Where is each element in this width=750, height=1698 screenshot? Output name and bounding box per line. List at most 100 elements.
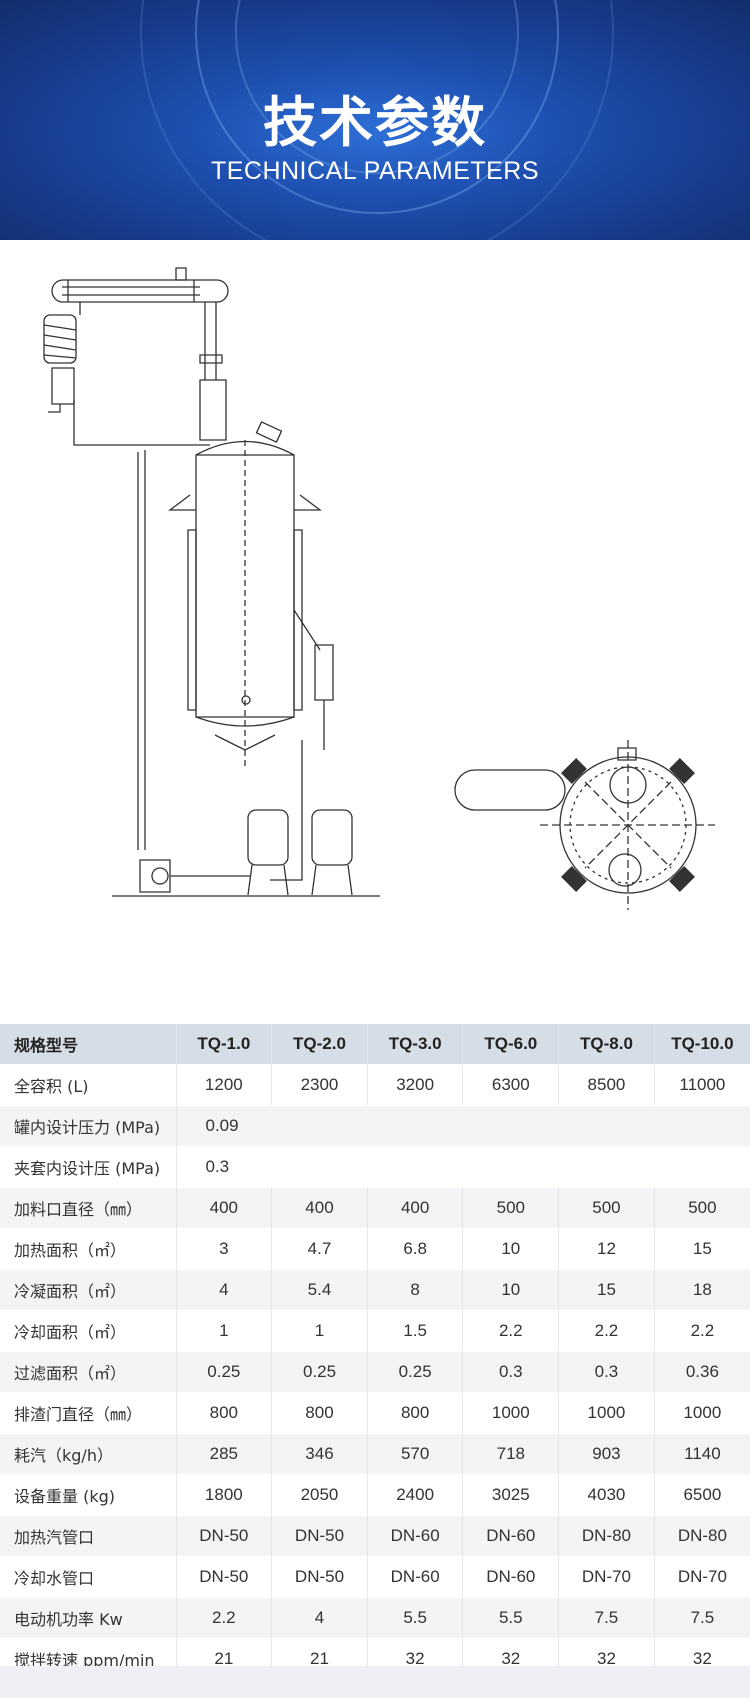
- table-row: 加热汽管口 DN-50 DN-50 DN-60 DN-60 DN-80 DN-8…: [0, 1515, 750, 1557]
- table-cell: 3200: [366, 1064, 463, 1106]
- table-cell: 2300: [271, 1064, 368, 1106]
- table-cell: 10: [462, 1269, 559, 1311]
- table-cell: 570: [366, 1433, 463, 1475]
- table-cell: 4: [175, 1269, 272, 1311]
- table-cell: 0.25: [366, 1351, 463, 1393]
- table-cell: 800: [271, 1392, 368, 1434]
- row-label: 过滤面积（㎡）: [0, 1351, 176, 1393]
- row-label: 排渣门直径（㎜）: [0, 1392, 176, 1434]
- row-label: 夹套内设计压 (MPa): [0, 1146, 176, 1188]
- extraction-tank-schematic: [0, 240, 750, 1020]
- table-cell: 12: [558, 1228, 655, 1270]
- row-label: 冷却面积（㎡）: [0, 1310, 176, 1352]
- page-title: 技术参数: [263, 91, 487, 154]
- table-cell: DN-50: [175, 1556, 272, 1598]
- table-cell: 7.5: [653, 1597, 750, 1639]
- table-header-cell: TQ-8.0: [558, 1024, 655, 1065]
- table-cell: 346: [271, 1433, 368, 1475]
- table-cell: 0.25: [271, 1351, 368, 1393]
- table-cell: 500: [653, 1187, 750, 1229]
- table-cell: 903: [558, 1433, 655, 1475]
- pump-icon: [140, 860, 250, 892]
- table-cell: 2.2: [558, 1310, 655, 1352]
- table-cell: 1140: [653, 1433, 750, 1475]
- table-row: 冷却面积（㎡） 1 1 1.5 2.2 2.2 2.2: [0, 1310, 750, 1352]
- row-label: 加料口直径（㎜）: [0, 1187, 176, 1229]
- table-cell: 0.3: [462, 1351, 559, 1393]
- table-cell: 1800: [175, 1474, 272, 1516]
- table-cell: 4: [271, 1597, 368, 1639]
- row-label: 冷凝面积（㎡）: [0, 1269, 176, 1311]
- table-cell: DN-50: [175, 1515, 272, 1557]
- table-cell: DN-60: [366, 1556, 463, 1598]
- table-row: 加料口直径（㎜） 400 400 400 500 500 500: [0, 1187, 750, 1229]
- row-label: 罐内设计压力 (MPa): [0, 1105, 176, 1147]
- table-cell: 6500: [653, 1474, 750, 1516]
- table-cell: 5.5: [366, 1597, 463, 1639]
- table-cell: 1000: [558, 1392, 655, 1434]
- table-cell: 1000: [653, 1392, 750, 1434]
- table-cell: 2.2: [653, 1310, 750, 1352]
- table-cell: 5.4: [271, 1269, 368, 1311]
- row-label: 冷却水管口: [0, 1556, 176, 1598]
- row-label: 设备重量 (kg): [0, 1474, 176, 1516]
- row-label: 电动机功率 Kw: [0, 1597, 176, 1639]
- table-cell: DN-60: [462, 1515, 559, 1557]
- table-header-cell: TQ-10.0: [653, 1024, 750, 1065]
- row-label: 加热面积（㎡）: [0, 1228, 176, 1270]
- top-view-icon: [455, 740, 715, 910]
- table-cell: 2.2: [175, 1597, 272, 1639]
- table-cell: 8: [366, 1269, 463, 1311]
- table-cell: 3: [175, 1228, 272, 1270]
- table-cell: 0.3: [175, 1146, 750, 1188]
- table-cell: 800: [175, 1392, 272, 1434]
- table-row: 过滤面积（㎡） 0.25 0.25 0.25 0.3 0.3 0.36: [0, 1351, 750, 1393]
- cooler-icon: [44, 302, 80, 412]
- header-banner: 技术参数 TECHNICAL PARAMETERS: [0, 0, 750, 240]
- filter-icon: [248, 810, 352, 895]
- condenser-icon: [52, 268, 228, 302]
- row-label: 加热汽管口: [0, 1515, 176, 1557]
- table-row: 罐内设计压力 (MPa) 0.09: [0, 1105, 750, 1147]
- page-subtitle: TECHNICAL PARAMETERS: [210, 157, 540, 185]
- table-cell: 5.5: [462, 1597, 559, 1639]
- table-cell: 400: [271, 1187, 368, 1229]
- table-row: 排渣门直径（㎜） 800 800 800 1000 1000 1000: [0, 1392, 750, 1434]
- spec-table: 规格型号 TQ-1.0 TQ-2.0 TQ-3.0 TQ-6.0 TQ-8.0 …: [0, 1024, 750, 1680]
- table-row: 冷凝面积（㎡） 4 5.4 8 10 15 18: [0, 1269, 750, 1311]
- table-header-row: 规格型号 TQ-1.0 TQ-2.0 TQ-3.0 TQ-6.0 TQ-8.0 …: [0, 1024, 750, 1065]
- table-cell: 285: [175, 1433, 272, 1475]
- table-cell: 718: [462, 1433, 559, 1475]
- table-row: 冷却水管口 DN-50 DN-50 DN-60 DN-60 DN-70 DN-7…: [0, 1556, 750, 1598]
- table-cell: DN-50: [271, 1515, 368, 1557]
- table-cell: DN-60: [462, 1556, 559, 1598]
- table-cell: 1.5: [366, 1310, 463, 1352]
- table-cell: 8500: [558, 1064, 655, 1106]
- table-cell: 4030: [558, 1474, 655, 1516]
- table-cell: DN-80: [558, 1515, 655, 1557]
- table-row: 电动机功率 Kw 2.2 4 5.5 5.5 7.5 7.5: [0, 1597, 750, 1639]
- table-header-cell: TQ-6.0: [462, 1024, 559, 1065]
- table-cell: 11000: [653, 1064, 750, 1106]
- table-cell: 500: [558, 1187, 655, 1229]
- table-row: 夹套内设计压 (MPa) 0.3: [0, 1146, 750, 1188]
- table-cell: DN-50: [271, 1556, 368, 1598]
- table-cell: DN-70: [558, 1556, 655, 1598]
- table-cell: 400: [175, 1187, 272, 1229]
- table-cell: 0.09: [175, 1105, 750, 1147]
- table-cell: DN-70: [653, 1556, 750, 1598]
- table-cell: 7.5: [558, 1597, 655, 1639]
- tank-icon: [170, 380, 320, 770]
- row-label: 耗汽（kg/h）: [0, 1433, 176, 1475]
- table-row: 全容积 (L) 1200 2300 3200 6300 8500 11000: [0, 1064, 750, 1106]
- table-cell: 2.2: [462, 1310, 559, 1352]
- table-cell: 1: [175, 1310, 272, 1352]
- row-label: 全容积 (L): [0, 1064, 176, 1106]
- table-cell: 15: [558, 1269, 655, 1311]
- table-row: 耗汽（kg/h） 285 346 570 718 903 1140: [0, 1433, 750, 1475]
- table-cell: 400: [366, 1187, 463, 1229]
- table-cell: 15: [653, 1228, 750, 1270]
- table-cell: 0.25: [175, 1351, 272, 1393]
- table-cell: 18: [653, 1269, 750, 1311]
- equipment-drawing: [0, 240, 750, 1020]
